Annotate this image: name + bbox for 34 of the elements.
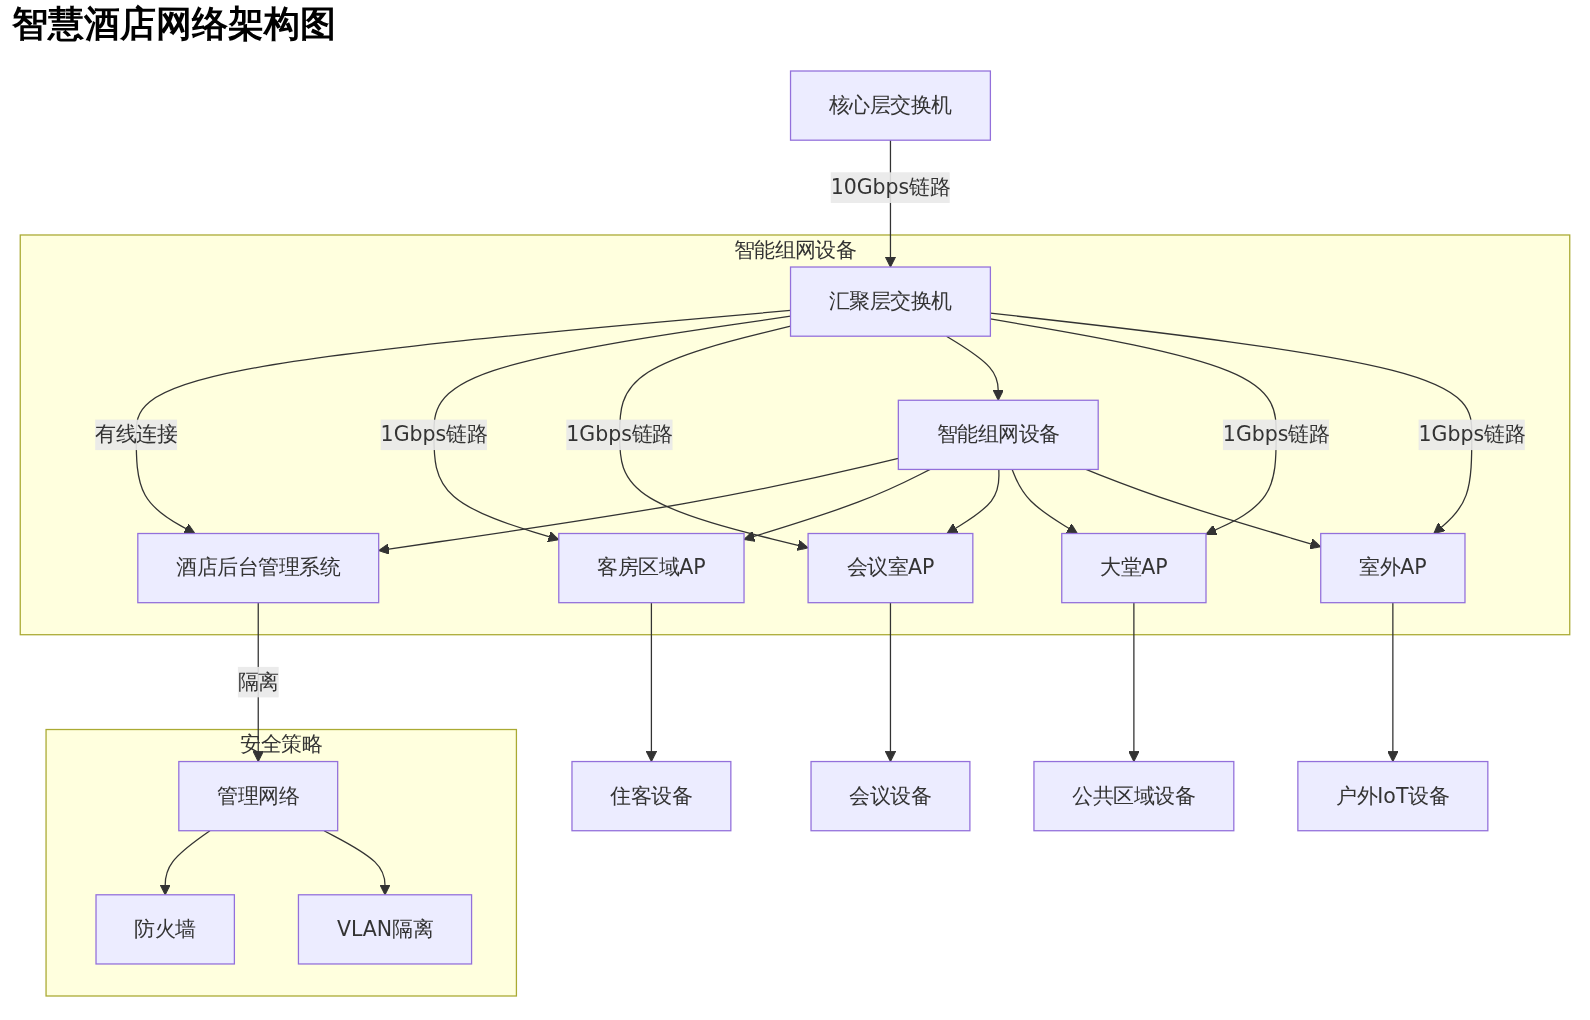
node-box: 防火墙: [95, 894, 235, 965]
node-box: 住客设备: [571, 760, 732, 832]
node-box: 汇聚层交换机: [789, 266, 992, 337]
node-box: 管理网络: [178, 760, 339, 832]
node-box: 室外AP: [1320, 532, 1466, 604]
arrow: [1011, 468, 1078, 534]
node-box: VLAN隔离: [297, 894, 473, 965]
arrow: [323, 830, 391, 896]
node-box: 核心层交换机: [789, 70, 992, 141]
arrow: [945, 335, 1004, 401]
node-box: 会议设备: [810, 760, 971, 832]
node-box: 会议室AP: [807, 532, 974, 604]
node-box: 户外IoT设备: [1297, 760, 1489, 832]
edge-label: 1Gbps链路: [566, 422, 673, 447]
arrow: [946, 468, 1000, 534]
arrow: [1128, 602, 1140, 763]
edge-label: 10Gbps链路: [830, 174, 951, 200]
arrow: [159, 830, 211, 896]
edge-label: 有线连接: [95, 422, 178, 447]
arrow: [618, 325, 809, 551]
node-box: 客房区域AP: [558, 532, 745, 604]
node-box: 智能组网设备: [897, 399, 1099, 471]
arrow: [378, 457, 899, 555]
arrow: [884, 602, 897, 763]
edge-label: 1Gbps链路: [380, 422, 488, 447]
arrow: [645, 602, 658, 763]
edge-label: 1Gbps链路: [1222, 422, 1330, 447]
node-box: 酒店后台管理系统: [137, 532, 380, 604]
arrow: [1387, 602, 1399, 763]
node-box: 大堂AP: [1061, 532, 1207, 604]
edge-label: 1Gbps链路: [1418, 422, 1526, 447]
node-box: 公共区域设备: [1033, 760, 1235, 832]
edge-label: 隔离: [237, 669, 279, 694]
diagram-title: 智慧酒店网络架构图: [12, 2, 336, 46]
